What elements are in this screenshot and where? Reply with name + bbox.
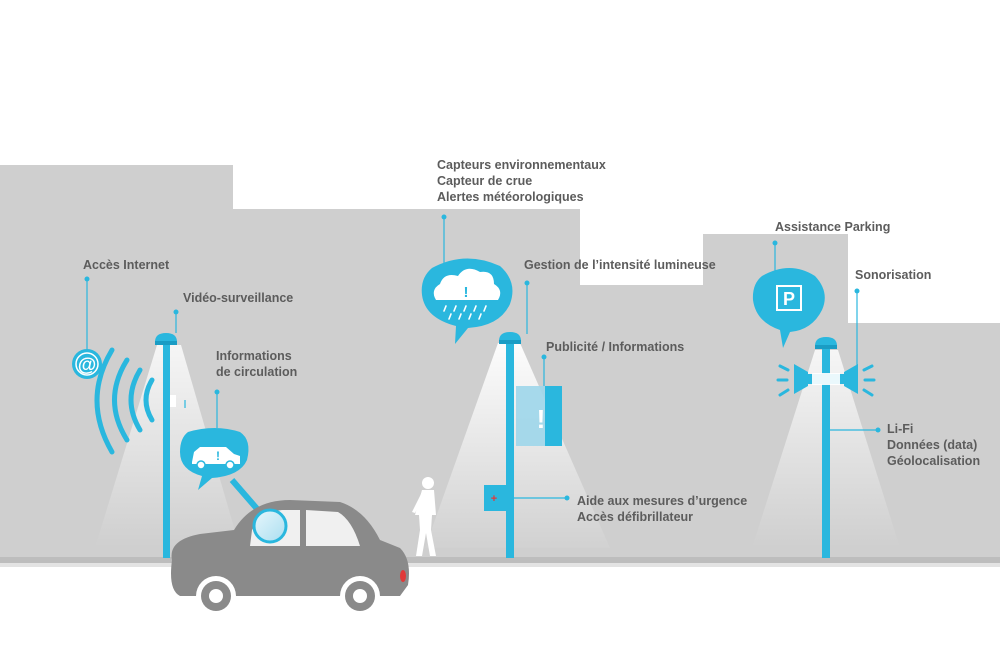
pedestrian-icon [412, 477, 436, 556]
wifi-waves-icon [94, 347, 155, 455]
callout-lines [86, 217, 878, 499]
car-tail-light [400, 570, 406, 582]
label-lifi: Li-Fi Données (data) Géolocalisation [887, 422, 981, 468]
lamp-post-center [506, 340, 514, 558]
svg-text:!: ! [464, 284, 469, 301]
parking-glyph: P [783, 289, 795, 309]
speaker-icon [776, 364, 876, 397]
label-parking: Assistance Parking [775, 220, 891, 234]
label-video-surveillance: Vidéo-surveillance [183, 291, 294, 305]
callout-dots [84, 214, 881, 501]
first-aid-icon [484, 485, 506, 511]
label-environment-sensors: Capteurs environnementaux Capteur de cru… [437, 158, 606, 204]
parking-icon [776, 285, 802, 311]
lamp-head-center [499, 332, 521, 341]
rain-cloud-icon: ! [433, 268, 501, 320]
car-icon: ! [192, 447, 240, 470]
first-aid-glyph: + [491, 493, 497, 505]
label-light-dimming: Gestion de l’intensité lumineuse [524, 258, 716, 272]
label-sound: Sonorisation [855, 268, 932, 282]
road-surface [0, 563, 1000, 567]
label-traffic-info: Informations de circulation [216, 349, 298, 379]
lamp-post-right [822, 345, 830, 558]
label-advertising: Publicité / Informations [546, 340, 685, 354]
at-sign-glyph: @ [78, 355, 97, 376]
car [171, 500, 409, 616]
road [0, 557, 1000, 563]
lamp-head-right [815, 337, 837, 346]
car-receiver-lens [252, 508, 288, 544]
lamp-head-left [155, 333, 177, 342]
parking-bubble [752, 268, 825, 348]
lamp-post-left [163, 340, 170, 558]
label-emergency: Aide aux mesures d’urgence Accès défibri… [577, 494, 748, 524]
exclamation-icon: ! [537, 404, 546, 434]
svg-text:!: ! [216, 449, 220, 463]
camera-icon [170, 395, 176, 407]
label-internet: Accès Internet [83, 258, 170, 272]
